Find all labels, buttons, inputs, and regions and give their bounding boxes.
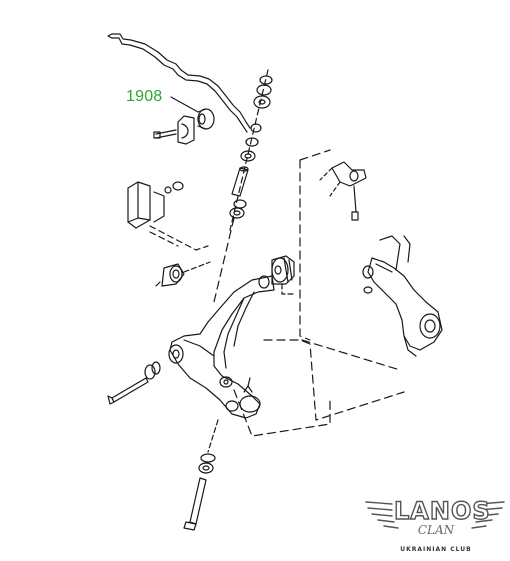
- link-top-hardware: [240, 75, 273, 162]
- logo-caption: UKRAINIAN CLUB: [400, 546, 472, 553]
- bushing-bracket: [153, 115, 195, 145]
- callout-leader: [170, 96, 199, 113]
- part-number-callout: 1908: [126, 88, 162, 106]
- assembly-path-dash-2: [299, 149, 401, 371]
- front-bushing-dash: [281, 283, 297, 295]
- lanos-clan-logo: LANOS CLAN UKRAINIAN CLUB: [362, 496, 508, 560]
- logo-wings: [365, 501, 505, 529]
- mounting-bracket: [127, 181, 184, 229]
- rear-bushing: [155, 261, 211, 287]
- lower-bolt: [183, 419, 219, 531]
- link-lower-hardware: [229, 199, 247, 219]
- spacer-tube: [231, 166, 249, 197]
- stabilizer-bar: [107, 33, 251, 133]
- bracket-group-dash: [149, 225, 209, 251]
- lower-control-arm: [168, 275, 275, 419]
- ball-joint: [225, 377, 261, 413]
- steering-knuckle: [362, 235, 443, 357]
- pivot-bolt: [107, 361, 161, 405]
- front-bushing: [271, 255, 295, 285]
- part-number-label: 1908: [126, 88, 163, 105]
- logo-wordmark: LANOS: [393, 496, 491, 525]
- link-axis-dash: [229, 69, 269, 231]
- logo-sub: CLAN: [417, 523, 455, 537]
- stabilizer-bushing: [197, 108, 215, 130]
- assembly-path-dash: [213, 217, 405, 437]
- upper-right-bracket: [319, 161, 367, 221]
